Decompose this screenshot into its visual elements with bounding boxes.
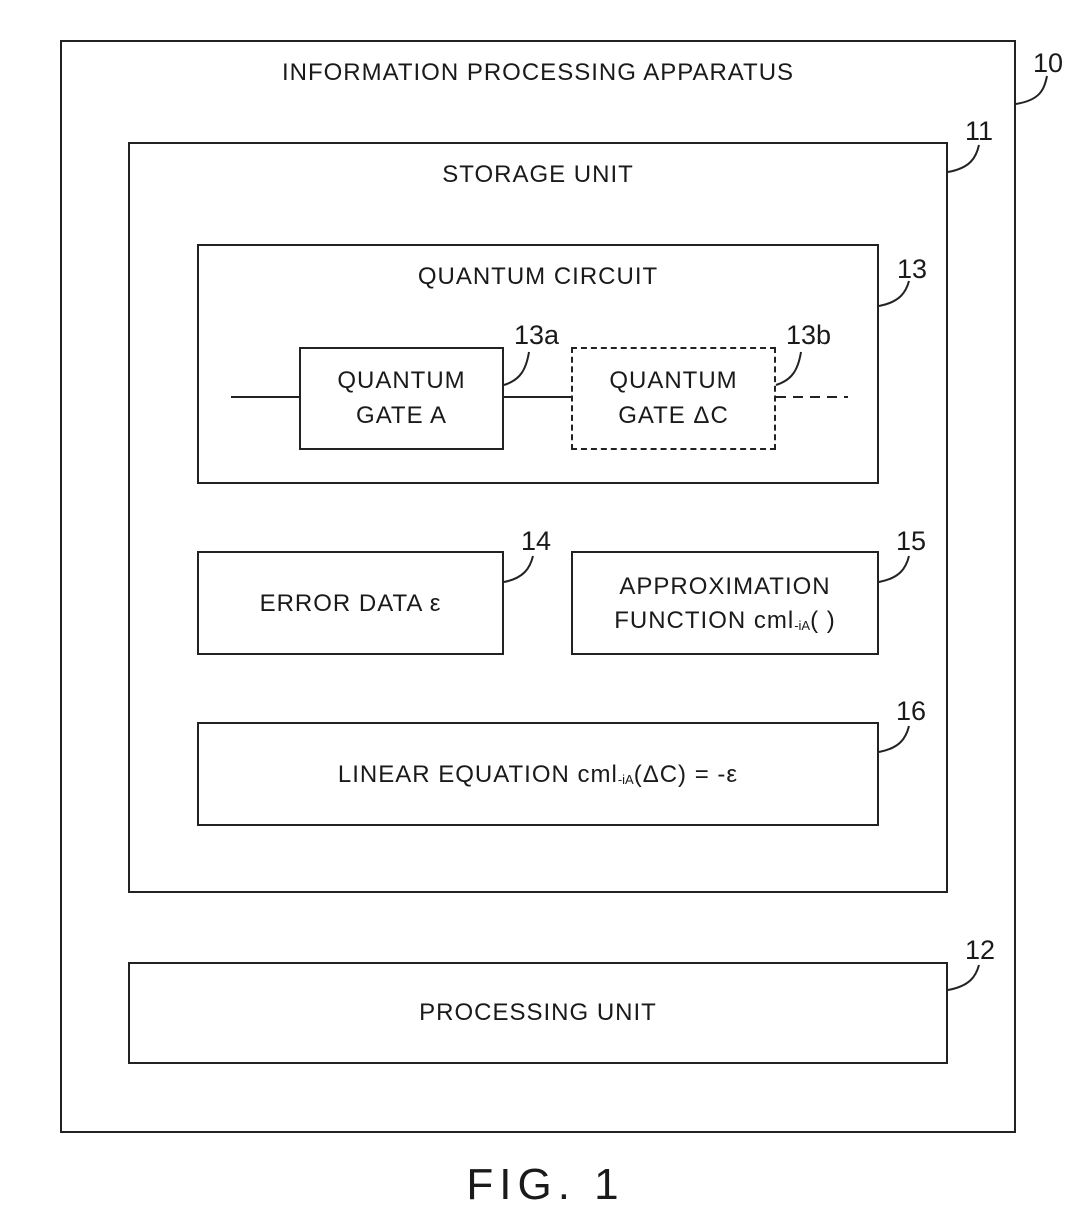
approximation-function-box: APPROXIMATION FUNCTION cml-iA( ) — [571, 551, 879, 655]
processing-unit-title: PROCESSING UNIT — [130, 996, 946, 1030]
linear-equation-subscript: -iA — [618, 772, 634, 787]
error-data-label: ERROR DATA ε — [199, 587, 502, 621]
quantum-circuit-title: QUANTUM CIRCUIT — [197, 260, 879, 294]
quantum-gate-a-line1: QUANTUM — [301, 364, 502, 398]
leader-10 — [1016, 76, 1047, 104]
processing-unit-ref: 12 — [965, 935, 995, 965]
quantum-gate-c-line2: GATE ΔC — [573, 399, 774, 433]
quantum-gate-c-ref: 13b — [786, 320, 831, 350]
linear-equation-ref: 16 — [896, 696, 926, 726]
approximation-function-ref: 15 — [896, 526, 926, 556]
apparatus-title: INFORMATION PROCESSING APPARATUS — [60, 56, 1016, 90]
processing-unit-box: PROCESSING UNIT — [128, 962, 948, 1064]
linear-equation-box: LINEAR EQUATION cml-iA(ΔC) = -ε — [197, 722, 879, 826]
approximation-function-line1: APPROXIMATION — [573, 570, 877, 604]
quantum-gate-a-ref: 13a — [514, 320, 559, 350]
error-data-box: ERROR DATA ε — [197, 551, 504, 655]
quantum-gate-c-line1: QUANTUM — [573, 364, 774, 398]
approximation-function-prefix: FUNCTION cml — [614, 607, 794, 634]
linear-equation-suffix: (ΔC) = -ε — [634, 761, 738, 788]
storage-unit-ref: 11 — [965, 116, 993, 146]
storage-unit-title: STORAGE UNIT — [128, 158, 948, 192]
error-data-ref: 14 — [521, 526, 551, 556]
apparatus-ref: 10 — [1033, 48, 1063, 78]
approximation-function-suffix: ( ) — [810, 607, 836, 634]
figure-caption: FIG. 1 — [0, 1160, 1091, 1210]
linear-equation-label: LINEAR EQUATION cml-iA(ΔC) = -ε — [199, 758, 877, 797]
quantum-gate-a-box: QUANTUM GATE A — [299, 347, 504, 450]
approximation-function-line2: FUNCTION cml-iA( ) — [573, 604, 877, 643]
quantum-gate-a-line2: GATE A — [301, 399, 502, 433]
quantum-gate-c-box: QUANTUM GATE ΔC — [571, 347, 776, 450]
quantum-circuit-ref: 13 — [897, 254, 927, 284]
linear-equation-prefix: LINEAR EQUATION cml — [338, 761, 618, 788]
approximation-function-subscript: -iA — [794, 618, 810, 633]
